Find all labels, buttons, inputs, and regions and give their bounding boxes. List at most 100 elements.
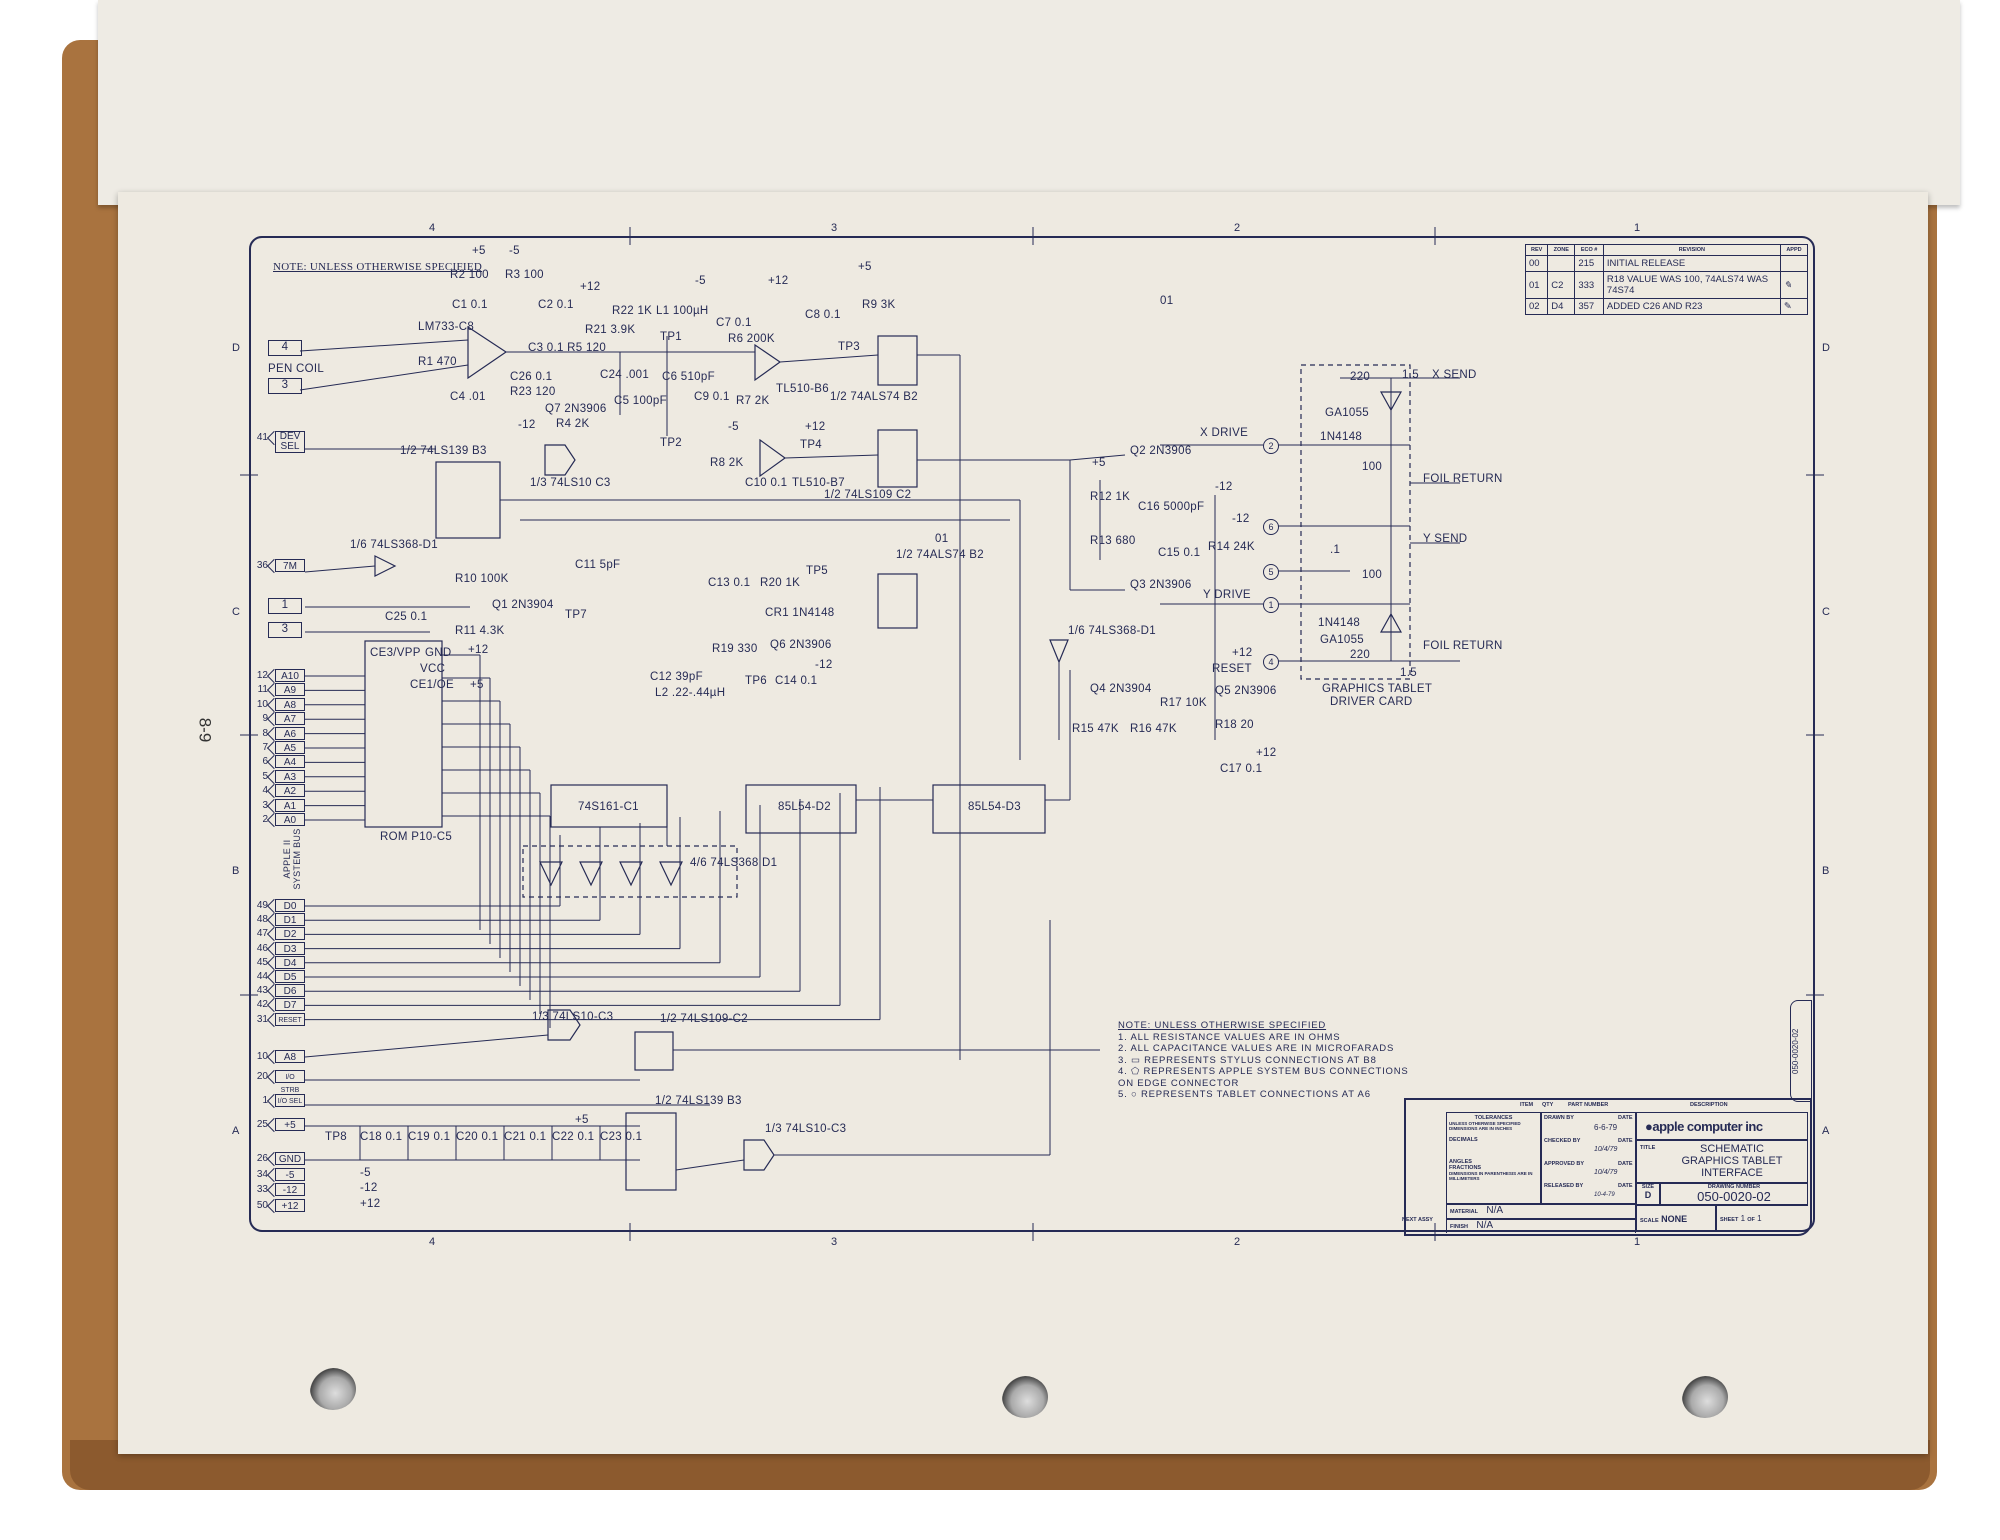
component-label-q3-2n3906: Q3 2N3906 bbox=[1130, 579, 1192, 591]
supply-label: +12 bbox=[768, 275, 789, 287]
bus-pin-number: 12 bbox=[256, 670, 268, 681]
sheet-label: SHEET bbox=[1720, 1217, 1739, 1223]
eco-cell: 357 bbox=[1574, 298, 1604, 315]
supply-label: -5 bbox=[695, 275, 706, 287]
component-label-c10-0-1: C10 0.1 bbox=[745, 477, 788, 489]
component-label-ga1055: GA1055 bbox=[1320, 634, 1364, 646]
component-label-q5-2n3906: Q5 2N3906 bbox=[1215, 685, 1277, 697]
signal-label-x-drive: X DRIVE bbox=[1200, 427, 1249, 439]
company-name: apple computer inc bbox=[1652, 1119, 1763, 1134]
notes-title: NOTE: UNLESS OTHERWISE SPECIFIED bbox=[1118, 1020, 1327, 1031]
released-by-label: RELEASED BY bbox=[1544, 1183, 1584, 1189]
zone-row-label: B bbox=[232, 865, 240, 877]
signal-label-y-drive: Y DRIVE bbox=[1203, 589, 1251, 601]
component-label-1-6-74ls368-d1: 1/6 74LS368-D1 bbox=[350, 539, 438, 551]
supply-label: +5 bbox=[470, 679, 484, 691]
component-label-r22-1k: R22 1K bbox=[612, 305, 653, 317]
checked-by-label: CHECKED BY bbox=[1544, 1138, 1581, 1144]
component-label-c4-01: C4 .01 bbox=[450, 391, 486, 403]
eco-cell: 333 bbox=[1574, 271, 1604, 299]
bus-connector-i-o-sel: I/O SEL bbox=[275, 1094, 305, 1107]
component-label-r9-3k: R9 3K bbox=[862, 299, 896, 311]
title-box: TITLE SCHEMATIC GRAPHICS TABLET INTERFAC… bbox=[1636, 1140, 1808, 1183]
component-label-r16-47k: R16 47K bbox=[1130, 723, 1177, 735]
supply-label: -12 bbox=[360, 1182, 378, 1194]
bus-connector-a0: A0 bbox=[275, 813, 305, 826]
component-label-220: 220 bbox=[1350, 649, 1371, 661]
sheet-value: 1 bbox=[1740, 1214, 1746, 1223]
component-label-1-2-74als74-b2: 1/2 74ALS74 B2 bbox=[896, 549, 984, 561]
note-item: 1. ALL RESISTANCE VALUES ARE IN OHMS bbox=[1118, 1031, 1341, 1043]
bus-connector-d4: D4 bbox=[275, 955, 305, 969]
component-label-tp4: TP4 bbox=[800, 439, 822, 451]
inverter bbox=[579, 861, 603, 887]
supply-label: +12 bbox=[468, 644, 489, 656]
nand-gate bbox=[743, 1139, 775, 1171]
tablet-connector: 1 bbox=[1263, 597, 1279, 613]
stylus-connector: 4 bbox=[268, 340, 302, 356]
component-label-74s161-c1: 74S161-C1 bbox=[578, 801, 639, 813]
title-block: TOLERANCES UNLESS OTHERWISE SPECIFIED DI… bbox=[1404, 1098, 1812, 1236]
bus-pin-number: 3 bbox=[262, 799, 268, 811]
component-label-c8-0-1: C8 0.1 bbox=[805, 309, 841, 321]
decimals-label: DECIMALS bbox=[1449, 1137, 1478, 1143]
bus-connector-a6: A6 bbox=[275, 726, 305, 740]
wire bbox=[304, 565, 376, 573]
approved-date: 10/4/79 bbox=[1594, 1169, 1618, 1176]
supply-label: -5 bbox=[728, 421, 739, 433]
note-header: NOTE: UNLESS OTHERWISE SPECIFIED bbox=[273, 261, 483, 273]
component-label-tp8: TP8 bbox=[325, 1131, 347, 1143]
component-label-c25-0-1: C25 0.1 bbox=[385, 611, 428, 623]
component-label-c24-001: C24 .001 bbox=[600, 369, 650, 381]
zone-column-label: 1 bbox=[1634, 222, 1641, 234]
zone-column-label: 2 bbox=[1234, 1236, 1241, 1248]
component-label-85l54-d3: 85L54-D3 bbox=[968, 801, 1021, 813]
side-drawing-number: 050-0020-02 bbox=[1790, 1000, 1812, 1102]
title-line: INTERFACE bbox=[1701, 1167, 1763, 1179]
drawn-by-label: DRAWN BY bbox=[1544, 1115, 1574, 1121]
component-label-r15-47k: R15 47K bbox=[1072, 723, 1119, 735]
component-label-r8-2k: R8 2K bbox=[710, 457, 744, 469]
bus-connector-a7: A7 bbox=[275, 712, 305, 726]
inverter bbox=[539, 861, 563, 887]
bus-connector-d0: D0 bbox=[275, 899, 305, 912]
bus-connector--12: -12 bbox=[275, 1183, 305, 1196]
bus-pin-number: 47 bbox=[256, 928, 268, 940]
bus-pin-number: 41 bbox=[256, 432, 268, 443]
component-label-r11-4-3k: R11 4.3K bbox=[455, 625, 505, 637]
bus-pin-number: 36 bbox=[256, 560, 268, 571]
inverter bbox=[619, 861, 643, 887]
component-label-tp1: TP1 bbox=[660, 331, 682, 343]
flip-flop-74ls109 bbox=[877, 429, 918, 488]
bus-pin-number: 7 bbox=[262, 742, 268, 753]
component-label-q6-2n3906: Q6 2N3906 bbox=[770, 639, 832, 651]
wire bbox=[299, 364, 469, 391]
component-label-c12-39pf: C12 39pF bbox=[650, 671, 703, 683]
zone-column-label: 3 bbox=[831, 222, 838, 234]
component-label-l2-22-44-h: L2 .22-.44µH bbox=[655, 687, 726, 699]
released-date-label: DATE bbox=[1618, 1183, 1633, 1189]
bus-connector-gnd: GND bbox=[275, 1152, 305, 1165]
component-label-1-2-74ls139-b3: 1/2 74LS139 B3 bbox=[400, 445, 487, 457]
component-label-c2-0-1: C2 0.1 bbox=[538, 299, 574, 311]
component-label-r6-200k: R6 200K bbox=[728, 333, 775, 345]
supply-label: -5 bbox=[360, 1167, 371, 1179]
scale-box: SCALE NONE bbox=[1636, 1205, 1716, 1232]
rev-header: REV bbox=[1524, 244, 1549, 256]
component-label-r21-3-9k: R21 3.9K bbox=[585, 324, 636, 336]
zone-row-label: A bbox=[1822, 1125, 1830, 1137]
approved-date-label: DATE bbox=[1618, 1161, 1633, 1167]
scale-value: NONE bbox=[1661, 1214, 1688, 1224]
component-label-c19-0-1: C19 0.1 bbox=[408, 1131, 451, 1143]
component-label-c1-0-1: C1 0.1 bbox=[452, 299, 488, 311]
bus-connector-a8: A8 bbox=[275, 1050, 305, 1063]
component-label-tp5: TP5 bbox=[806, 565, 828, 577]
component-label-q1-2n3904: Q1 2N3904 bbox=[492, 599, 554, 611]
bus-pin-number: 10 bbox=[256, 698, 268, 710]
signatures-box: DRAWN BY DATE 6-6-79 CHECKED BY DATE 10/… bbox=[1541, 1112, 1636, 1204]
flip-flop-74als74 bbox=[877, 335, 918, 386]
zone-column-label: 1 bbox=[1634, 1236, 1641, 1248]
